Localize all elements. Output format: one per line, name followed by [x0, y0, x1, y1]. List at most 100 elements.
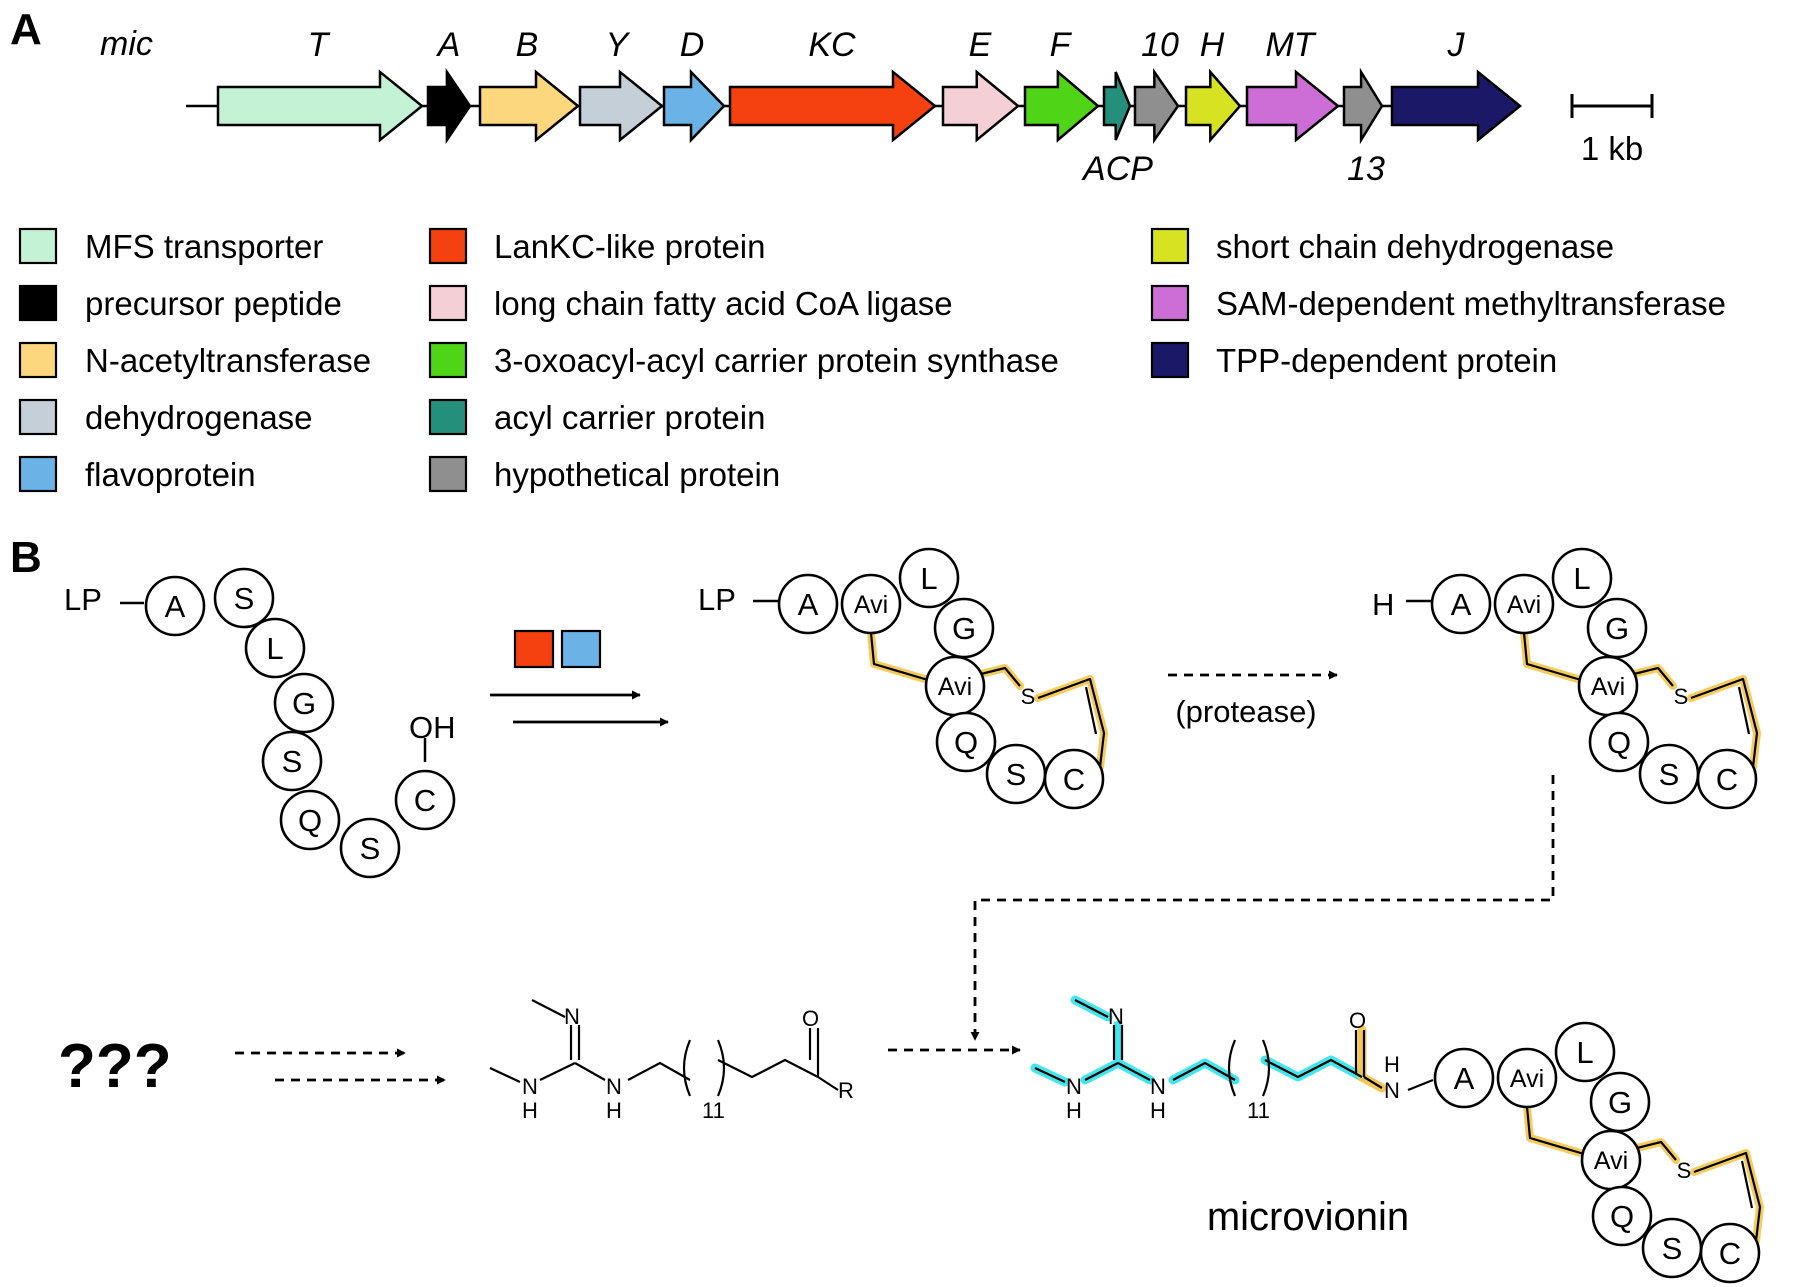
modified-residue-0-circle — [777, 573, 839, 635]
gene-label-kc: KC — [808, 26, 856, 64]
modified-thioether-s-label: S — [1021, 684, 1036, 709]
microvionin-residue-5-label: Q — [1610, 1199, 1634, 1234]
legend-swatch-5 — [428, 227, 468, 265]
legend-label-7: 3-oxoacyl-acyl carrier protein synthase — [494, 342, 1059, 379]
legend-swatch-6 — [428, 284, 468, 322]
leader-peptide-label: LP — [64, 582, 102, 617]
microvionin-residue-0-circle — [1433, 1047, 1495, 1109]
microvionin-nh-left-label: N — [1066, 1074, 1082, 1099]
precursor-residue-3-circle — [273, 672, 335, 734]
microvionin-thioether-s-label: S — [1677, 1158, 1692, 1183]
precursor-residue-0-circle — [144, 575, 206, 637]
connector-arrow — [970, 775, 1555, 1041]
precursor-residue-7-label: C — [414, 783, 436, 818]
microvionin-residue-4-label: Avi — [1594, 1147, 1628, 1175]
gene-arrow-b — [478, 69, 580, 143]
precursor-residue-3-label: G — [292, 686, 316, 721]
microvionin-residue-2-label: L — [1576, 1035, 1593, 1070]
core-residue-0-circle — [1430, 573, 1492, 635]
microvionin-h-left-label: H — [1066, 1098, 1082, 1123]
microvionin-residue-3-circle — [1589, 1071, 1651, 1133]
core-residue-4-label: Avi — [1591, 673, 1625, 701]
precursor-residue-5-circle — [279, 789, 341, 851]
legend-label-12: TPP-dependent protein — [1216, 342, 1557, 379]
gene-arrow-e — [941, 69, 1020, 143]
repeat-count-label: 11 — [702, 1098, 725, 1123]
core-residue-5-circle — [1588, 711, 1650, 773]
protease-label: (protease) — [1175, 694, 1316, 729]
microvionin-residue-2-circle — [1554, 1021, 1616, 1083]
gene-label-b: B — [516, 26, 539, 64]
legend-swatch-2 — [18, 341, 58, 379]
precursor-residue-1-label: S — [234, 581, 255, 616]
precursor-residue-1-circle — [213, 567, 275, 629]
flavoprotein-enzyme-box — [560, 629, 602, 669]
lankc-enzyme-box — [513, 629, 555, 669]
legend-swatch-3 — [18, 398, 58, 436]
precursor-residue-5-label: Q — [298, 803, 322, 838]
legend-swatch-0 — [18, 227, 58, 265]
core-residue-3-circle — [1586, 597, 1648, 659]
microvionin-residue-1-label: Avi — [1510, 1065, 1544, 1093]
core-residue-6-label: S — [1659, 757, 1680, 792]
gene-arrow-y — [578, 69, 664, 143]
legend-label-1: precursor peptide — [85, 285, 342, 322]
modified-residue-4-label: Avi — [938, 673, 972, 701]
legend-label-3: dehydrogenase — [85, 399, 313, 436]
precursor-residue-6-circle — [339, 817, 401, 879]
gene-arrow-t — [216, 69, 424, 143]
modified-residue-5-label: Q — [954, 725, 978, 760]
panel-label-a: A — [10, 5, 42, 54]
modified-residue-6-label: S — [1006, 757, 1027, 792]
legend-swatch-9 — [428, 455, 468, 493]
microvionin-residue-3-label: G — [1608, 1085, 1632, 1120]
amide-n-label: N — [1384, 1078, 1400, 1103]
microvionin-h-right-label: H — [1150, 1098, 1166, 1123]
core-residue-7-label: C — [1716, 762, 1738, 797]
legend-swatch-4 — [18, 455, 58, 493]
gene-arrow-a — [426, 67, 472, 145]
core-thioether-s-label: S — [1674, 684, 1689, 709]
gene-label-10: 10 — [1141, 26, 1179, 64]
lipid-intermediate-structure: N N H N H 11 O R — [489, 999, 854, 1123]
microvionin-carbonyl-o-label: O — [1349, 1008, 1366, 1033]
panel-label-b: B — [10, 533, 42, 582]
gene-arrow-f — [1023, 69, 1100, 143]
legend-swatch-10 — [1150, 227, 1190, 265]
microvionin-lipid-structure: N N H N H 11 O H N — [1030, 995, 1434, 1123]
microvionin-residue-1-circle — [1496, 1047, 1558, 1109]
gene-label-y: Y — [606, 26, 631, 64]
imine-n-label: N — [564, 1004, 580, 1029]
gene-arrow-kc — [728, 69, 937, 143]
legend-label-5: LanKC-like protein — [494, 228, 765, 265]
gene-label-acp: ACP — [1081, 150, 1153, 188]
microvionin-nh-right-label: N — [1150, 1074, 1166, 1099]
core-residue-5-label: Q — [1607, 725, 1631, 760]
legend-swatch-11 — [1150, 284, 1190, 322]
scale-bar-label: 1 kb — [1581, 130, 1643, 167]
modified-residue-1-circle — [840, 573, 902, 635]
microvionin-residue-7-circle — [1699, 1222, 1761, 1284]
precursor-residue-7-circle — [394, 769, 456, 831]
microvionin-imine-n-label: N — [1108, 1004, 1124, 1029]
legend-swatch-8 — [428, 398, 468, 436]
legend-label-10: short chain dehydrogenase — [1216, 228, 1614, 265]
legend-label-11: SAM-dependent methyltransferase — [1216, 285, 1726, 322]
gene-arrow-10 — [1133, 68, 1180, 144]
gene-arrow-13 — [1342, 67, 1384, 145]
h-right-label: H — [606, 1098, 622, 1123]
gene-arrow-acp — [1102, 71, 1132, 141]
product-name-label: microvionin — [1207, 1195, 1409, 1239]
legend-label-0: MFS transporter — [85, 228, 323, 265]
microvionin-repeat-count-label: 11 — [1247, 1098, 1270, 1123]
precursor-residue-6-label: S — [360, 831, 381, 866]
legend-label-6: long chain fatty acid CoA ligase — [494, 285, 953, 322]
unknown-precursor-label: ??? — [58, 1032, 172, 1101]
modified-residue-0-label: A — [798, 587, 819, 622]
